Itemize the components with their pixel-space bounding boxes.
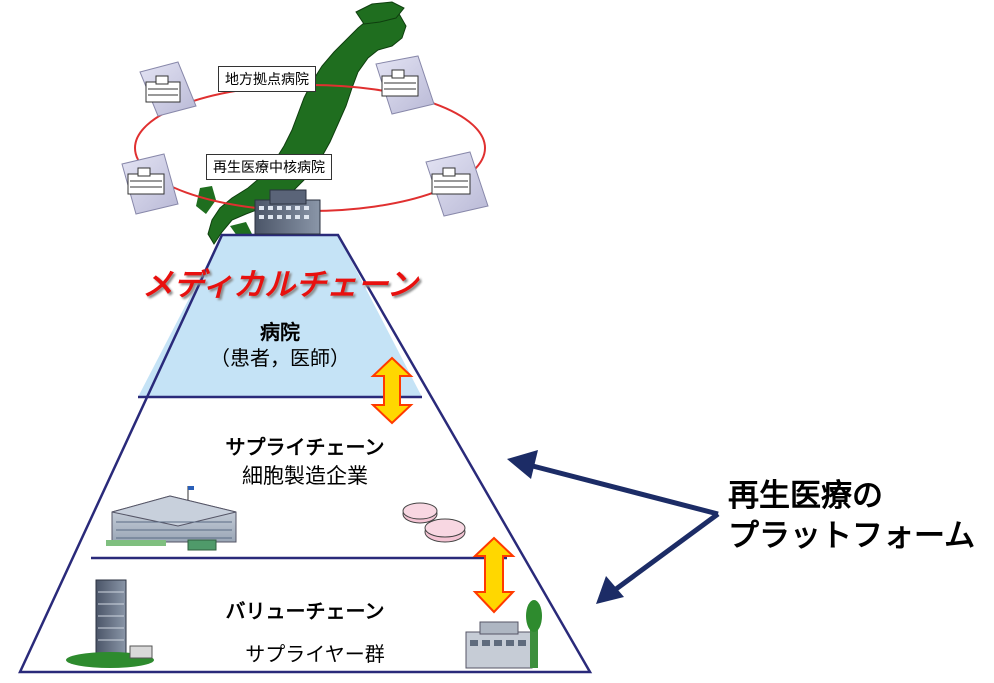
hospital-building-icon [375, 55, 435, 115]
value-chain-subtitle: サプライヤー群 [245, 642, 385, 666]
hospital-building-icon [121, 153, 179, 215]
regional-hospital-label: 地方拠点病院 [218, 66, 316, 92]
platform-label-line2: プラットフォーム [728, 518, 976, 554]
hospital-building-icon [139, 61, 197, 117]
pyramid [18, 233, 593, 674]
platform-label-line1: 再生医療の [728, 478, 883, 514]
hospital-building-icon [254, 189, 321, 235]
petri-dish-icon [402, 502, 466, 543]
pointer-arrow-icon [507, 450, 720, 604]
office-building-icon [465, 600, 542, 669]
value-chain-title: バリューチェーン [225, 599, 385, 623]
hospital-tier-title: 病院 [260, 320, 300, 344]
core-hospital-label: 再生医療中核病院 [206, 154, 332, 180]
supply-chain-subtitle: 細胞製造企業 [242, 464, 368, 488]
pyramid-outline [18, 233, 593, 674]
hospital-building-icon [425, 151, 489, 217]
japan-map-icon [196, 1, 407, 245]
diagram-title: メディカルチェーン [142, 267, 418, 303]
tower-building-icon [66, 579, 154, 668]
factory-icon [106, 486, 237, 551]
supply-chain-title: サプライチェーン [225, 435, 385, 459]
double-arrow-icon [472, 536, 516, 614]
hospital-tier [138, 235, 422, 397]
hospital-tier-subtitle: （患者，医師） [210, 346, 350, 370]
double-arrow-icon [370, 356, 414, 425]
